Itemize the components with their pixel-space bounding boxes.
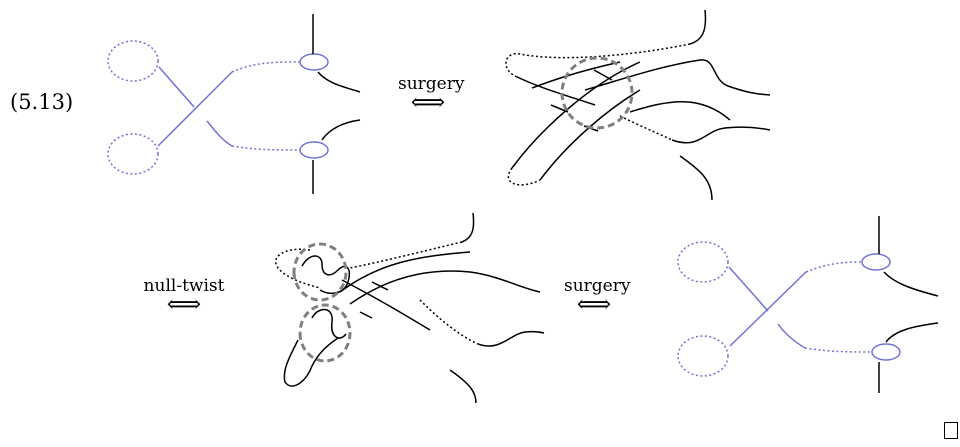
diagram-null-twist (276, 213, 544, 403)
band-upper-right (585, 60, 770, 95)
band-top-vertical (690, 10, 705, 44)
strand-bottom-curve-2 (886, 323, 938, 342)
blue-arm-3 (158, 72, 232, 146)
twist-band-2 (350, 271, 540, 304)
meridian-ring-top (300, 54, 328, 70)
band-left-dotted (508, 168, 540, 185)
twist-top-dotted-loop (276, 249, 320, 288)
blue-arm-1 (159, 67, 194, 107)
band-mid-right (630, 102, 730, 120)
twist-left-bottom (284, 338, 338, 386)
framed-curve-bottom-2 (678, 336, 728, 376)
strand-top-curve-2 (884, 272, 938, 296)
highlight-circle-1 (562, 58, 632, 128)
twist-top-vertical (462, 213, 474, 242)
strand-top-curve (318, 72, 360, 92)
meridian-ring-bottom-2 (872, 344, 900, 360)
band-right-lower (672, 127, 770, 143)
framed-curve-bottom (108, 134, 158, 174)
highlight-circle-3 (300, 305, 350, 361)
twist-wiggle-lower (312, 309, 346, 338)
twist-dotted-right (420, 300, 478, 344)
twist-band-1 (340, 252, 470, 292)
blue-arm-6 (730, 272, 806, 346)
diagram-after-surgery (506, 10, 770, 200)
strand-bottom-curve (322, 120, 360, 140)
band-top-edge (506, 44, 690, 76)
twist-band-3 (342, 280, 430, 330)
twist-dash-2 (360, 312, 372, 318)
meridian-ring-bottom (300, 142, 328, 158)
twist-right-lower (478, 332, 544, 346)
blue-dotted-3 (806, 262, 862, 272)
diagram-before-surgery (108, 14, 360, 194)
framed-curve-top-2 (678, 242, 728, 282)
framed-curve-top (108, 41, 158, 81)
twist-right-bottom (450, 370, 476, 403)
blue-arm-2 (207, 121, 232, 146)
blue-dotted-2 (232, 146, 300, 150)
band-right-bottom (680, 156, 712, 200)
band-dotted-right-1 (620, 116, 672, 140)
meridian-ring-top-2 (862, 254, 890, 270)
blue-dotted-1 (232, 62, 300, 72)
blue-arm-4 (729, 267, 768, 311)
blue-dotted-4 (805, 348, 872, 352)
band-diag-1 (512, 62, 640, 168)
diagram-after-second-surgery (678, 216, 938, 393)
band-dash-2 (594, 70, 612, 80)
blue-arm-5 (778, 324, 805, 348)
